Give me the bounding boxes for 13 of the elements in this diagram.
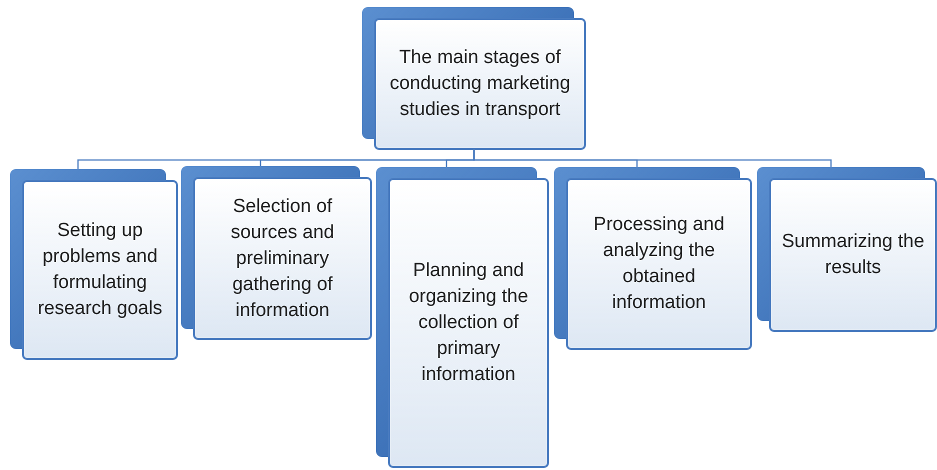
stage-text: Selection of sources and preliminary gathering of information [230,194,336,322]
stage-text: Summarizing the results [780,230,926,280]
stage-box [566,178,752,350]
stage-text: Planning and organizing the collection of primary information [408,259,530,387]
stage-text: Processing and analyzing the obtained information [592,213,726,315]
stage-text: The main stages of conducting marketing studies in transport [388,46,572,122]
connector-line [473,150,832,167]
stage-box [388,178,549,468]
stage-text: Setting up problems and formulating research goals [36,219,164,321]
stage-box [374,18,586,150]
stage-box [769,178,937,332]
stage-box [22,180,178,360]
stage-box [193,177,372,340]
